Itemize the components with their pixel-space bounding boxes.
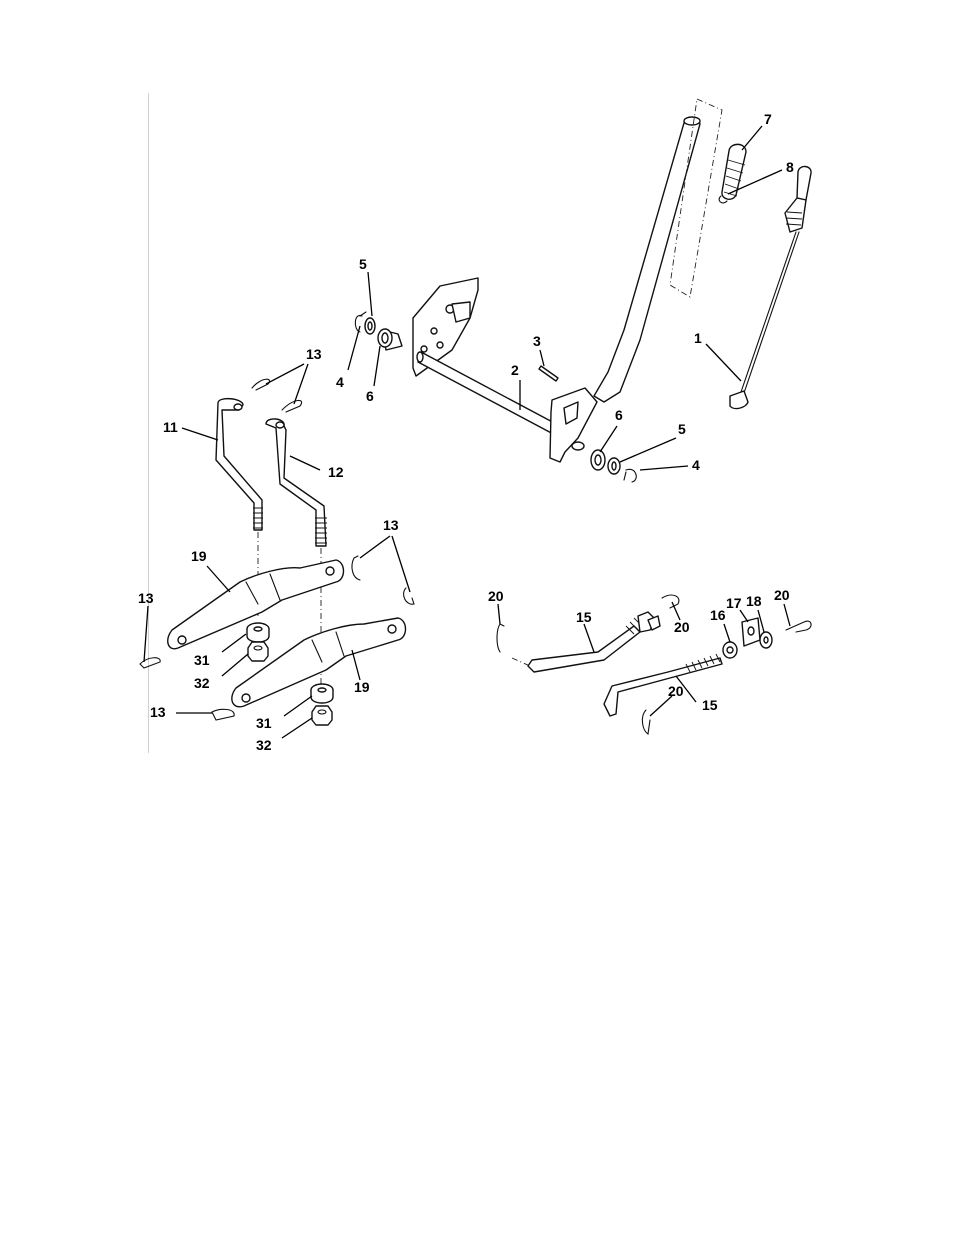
bushing-left [378, 329, 402, 350]
trunnion-block [742, 618, 760, 646]
washer-left [365, 318, 375, 334]
callout-17: 17 [726, 595, 742, 611]
hairpin-lower-left [140, 658, 160, 668]
rod-axis-line [512, 658, 530, 666]
bushing-right [591, 450, 605, 470]
washer-right [608, 458, 620, 474]
hairpin-lower [212, 709, 234, 720]
leader-lines [144, 126, 790, 738]
callout-3: 3 [533, 333, 541, 349]
callout-20-right: 20 [774, 587, 790, 603]
clip-right [624, 469, 636, 482]
callout-12: 12 [328, 464, 344, 480]
lift-link-left [216, 399, 263, 530]
callout-5-left: 5 [359, 256, 367, 272]
callout-20-lower: 20 [668, 683, 684, 699]
callout-13-bottom: 13 [150, 704, 166, 720]
callout-20-mid: 20 [674, 619, 690, 635]
trunnion-spacer [760, 632, 772, 648]
adjustment-rod-upper [528, 612, 660, 672]
hairpin-upper-right [352, 556, 414, 604]
callout-4-right: 4 [692, 457, 700, 473]
nut-lower [312, 706, 332, 725]
callout-31-lower: 31 [256, 715, 272, 731]
callout-1: 1 [694, 330, 702, 346]
callout-18: 18 [746, 593, 762, 609]
height-adjust-rod [730, 166, 811, 408]
nut-upper [248, 642, 268, 661]
roll-pin [539, 366, 558, 381]
callout-2: 2 [511, 362, 519, 378]
callout-13-right: 13 [383, 517, 399, 533]
callout-15-upper: 15 [576, 609, 592, 625]
hairpin-rod-upper [662, 595, 679, 608]
callout-19-upper: 19 [191, 548, 207, 564]
callout-labels: 1 2 3 4 4 5 5 6 6 7 8 11 12 13 13 13 13 … [138, 111, 794, 753]
bushing-upper [247, 623, 269, 642]
callout-7: 7 [764, 111, 772, 127]
callout-19-lower: 19 [354, 679, 370, 695]
callout-31-upper: 31 [194, 652, 210, 668]
callout-32-lower: 32 [256, 737, 272, 753]
callout-11: 11 [163, 419, 178, 435]
callout-4-left: 4 [336, 374, 344, 390]
hairpin-rod-lower [642, 710, 650, 734]
hairpin-rod-left [497, 624, 504, 652]
callout-5-right: 5 [678, 421, 686, 437]
shaft-bracket [550, 388, 597, 462]
callout-13-left: 13 [138, 590, 154, 606]
callout-32-upper: 32 [194, 675, 210, 691]
callout-15-lower: 15 [702, 697, 718, 713]
callout-8: 8 [786, 159, 794, 175]
clip-left [355, 312, 366, 332]
lift-link-right [266, 419, 327, 546]
trunnion-washer [723, 642, 737, 658]
callout-6-right: 6 [615, 407, 623, 423]
callout-13-top: 13 [306, 346, 322, 362]
callout-6-left: 6 [366, 388, 374, 404]
lift-handle [594, 117, 700, 402]
hairpin-top [252, 379, 302, 412]
bushing-lower [311, 684, 333, 703]
callout-20-left: 20 [488, 588, 504, 604]
callout-16: 16 [710, 607, 726, 623]
